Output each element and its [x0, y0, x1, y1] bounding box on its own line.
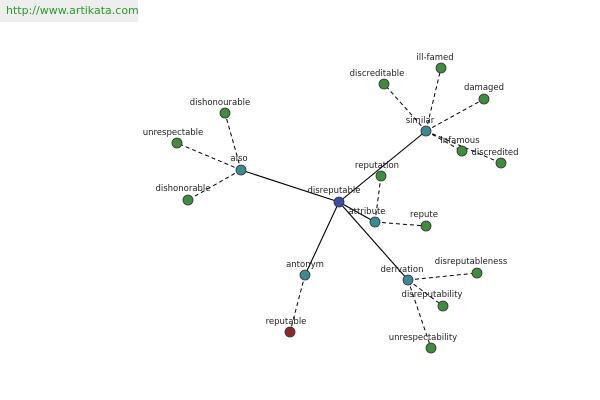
edge-derivation-disreputability: [407, 279, 444, 307]
word-label-disreputability: disreputability: [402, 290, 463, 300]
word-node-repute[interactable]: [420, 220, 432, 232]
edges-layer: [176, 67, 502, 349]
edge-similar-damaged: [425, 98, 485, 132]
word-label-reputable: reputable: [266, 317, 307, 327]
word-node-disreputableness[interactable]: [471, 267, 483, 279]
relation-label-antonym: antonym: [286, 260, 324, 270]
edge-attribute-repute: [374, 221, 427, 227]
relation-node-also[interactable]: [235, 164, 247, 176]
word-label-repute: repute: [410, 210, 438, 220]
source-link[interactable]: http://www.artikata.com: [6, 4, 139, 17]
edge-also-dishonourable: [224, 112, 242, 171]
word-node-ill-famed[interactable]: [435, 62, 447, 74]
edge-also-unrespectable: [176, 142, 242, 171]
word-label-ill-famed: ill-famed: [416, 53, 453, 63]
word-label-dishonourable: dishonourable: [190, 98, 250, 108]
word-label-damaged: damaged: [464, 83, 504, 93]
word-node-damaged[interactable]: [478, 93, 490, 105]
word-label-dishonorable: dishonorable: [155, 184, 210, 194]
relation-label-also: also: [230, 154, 247, 164]
relation-node-antonym[interactable]: [299, 269, 311, 281]
center-node[interactable]: [333, 196, 345, 208]
word-label-unrespectable: unrespectable: [143, 128, 204, 138]
edge-derivation-unrespectability: [407, 279, 432, 349]
edge-antonym-reputable: [289, 274, 306, 333]
nodes-layer: [171, 62, 507, 354]
relation-label-derivation: derivation: [380, 265, 423, 275]
word-label-discreditable: discreditable: [350, 69, 405, 79]
relation-label-similar: similar: [406, 116, 435, 126]
edge-center-also: [240, 169, 340, 203]
edge-similar-ill-famed: [425, 67, 442, 132]
word-node-reputable[interactable]: [284, 326, 296, 338]
center-node-label: disreputable: [307, 186, 360, 196]
word-label-disreputableness: disreputableness: [435, 257, 508, 267]
word-label-reputation: reputation: [355, 161, 399, 171]
edge-center-antonym: [304, 201, 340, 276]
word-label-unrespectability: unrespectability: [389, 333, 457, 343]
word-label-infamous: infamous: [440, 136, 480, 146]
edge-similar-discreditable: [383, 83, 427, 132]
source-banner: http://www.artikata.com: [0, 0, 139, 22]
word-node-dishonorable[interactable]: [182, 194, 194, 206]
edge-center-attribute: [338, 201, 376, 223]
edge-also-dishonorable: [187, 169, 242, 201]
word-node-disreputability[interactable]: [437, 300, 449, 312]
word-node-discreditable[interactable]: [378, 78, 390, 90]
relation-node-attribute[interactable]: [369, 216, 381, 228]
edge-derivation-disreputableness: [407, 272, 478, 281]
relation-node-similar[interactable]: [420, 125, 432, 137]
word-node-infamous[interactable]: [456, 145, 468, 157]
word-node-unrespectability[interactable]: [425, 342, 437, 354]
edge-center-derivation: [338, 201, 409, 281]
edge-center-similar: [338, 130, 427, 203]
word-node-unrespectable[interactable]: [171, 137, 183, 149]
edge-attribute-reputation: [374, 175, 382, 223]
word-node-dishonourable[interactable]: [219, 107, 231, 119]
relation-node-derivation[interactable]: [402, 274, 414, 286]
word-node-discredited[interactable]: [495, 157, 507, 169]
labels-layer: disreputable also dishonourable unrespectab…: [143, 53, 519, 343]
word-node-reputation[interactable]: [375, 170, 387, 182]
relation-label-attribute: attribute: [348, 207, 385, 217]
word-label-discredited: discredited: [471, 148, 518, 158]
